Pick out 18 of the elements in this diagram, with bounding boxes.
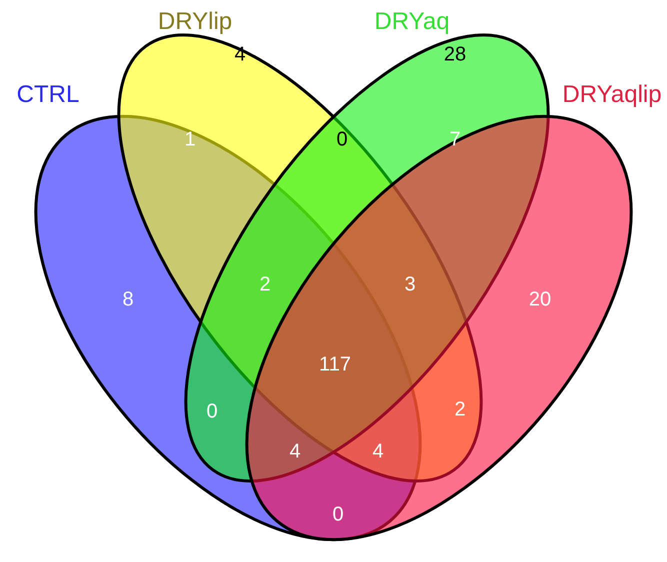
count-label: 2 bbox=[454, 398, 466, 422]
count-label: 8 bbox=[122, 288, 134, 312]
count-label: 4 bbox=[372, 440, 384, 464]
count-label: 0 bbox=[332, 504, 344, 526]
count-label: 2 bbox=[259, 274, 271, 296]
count-label: 0 bbox=[206, 400, 218, 424]
set-label: DRYaq bbox=[374, 8, 450, 36]
count-label: 7 bbox=[449, 128, 461, 152]
set-label: DRYlip bbox=[158, 8, 232, 36]
count-label: 4 bbox=[289, 440, 301, 464]
count-label: 3 bbox=[404, 274, 416, 296]
set-label: CTRL bbox=[16, 81, 80, 109]
count-label: 20 bbox=[528, 288, 552, 312]
count-label: 28 bbox=[444, 44, 466, 66]
set-label: DRYaqlip bbox=[562, 81, 662, 109]
count-label: 1 bbox=[184, 128, 196, 152]
count-label: 0 bbox=[336, 128, 348, 152]
count-label: 117 bbox=[319, 354, 351, 376]
